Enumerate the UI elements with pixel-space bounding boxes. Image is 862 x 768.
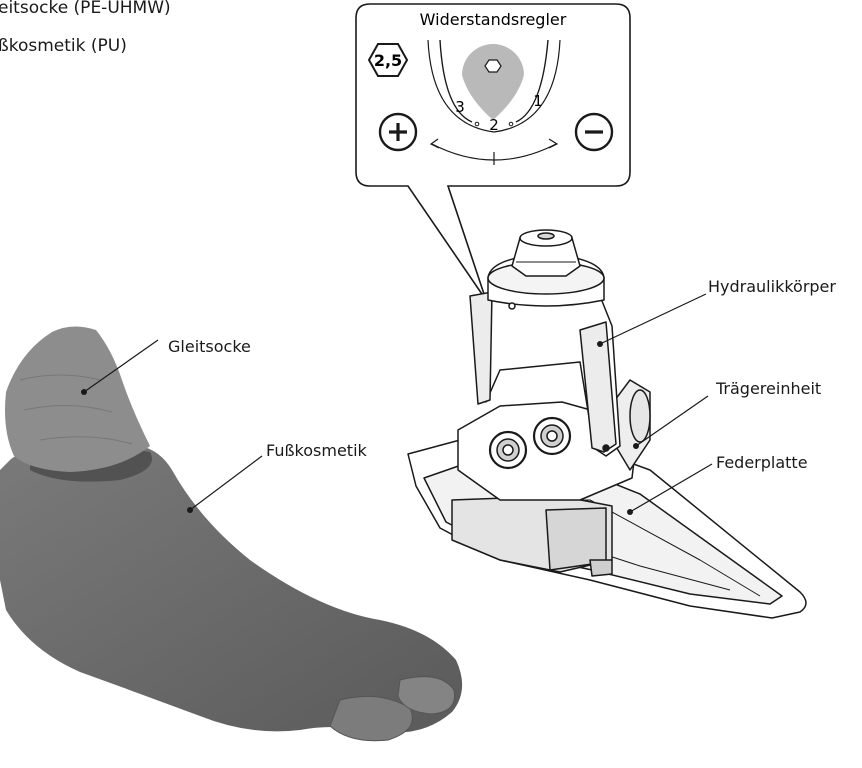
label-foot-cosmetic: Fußkosmetik bbox=[266, 441, 368, 460]
hex-value-badge: 2,5 bbox=[369, 44, 407, 76]
plus-icon bbox=[380, 114, 416, 150]
label-spring-plate: Federplatte bbox=[716, 453, 808, 472]
label-carrier-unit: Trägereinheit bbox=[715, 379, 821, 398]
label-sliding-sock: Gleitsocke bbox=[168, 337, 251, 356]
badge-value: 2,5 bbox=[374, 51, 402, 70]
label-hydraulic-body: Hydraulikkörper bbox=[708, 277, 836, 296]
resistance-regulator-callout: Widerstandsregler 2,5 3 2 1 bbox=[356, 4, 630, 300]
scale-mark-1: 1 bbox=[533, 92, 543, 110]
sliding-sock bbox=[5, 326, 150, 472]
callout-title: Widerstandsregler bbox=[420, 10, 567, 29]
hex-socket-icon bbox=[485, 60, 501, 72]
minus-icon bbox=[576, 114, 612, 150]
foot-shell bbox=[0, 446, 462, 733]
foot-cosmetic-photo bbox=[0, 326, 462, 740]
scale-mark-3: 3 bbox=[455, 98, 465, 116]
scale-mark-2: 2 bbox=[489, 116, 499, 134]
